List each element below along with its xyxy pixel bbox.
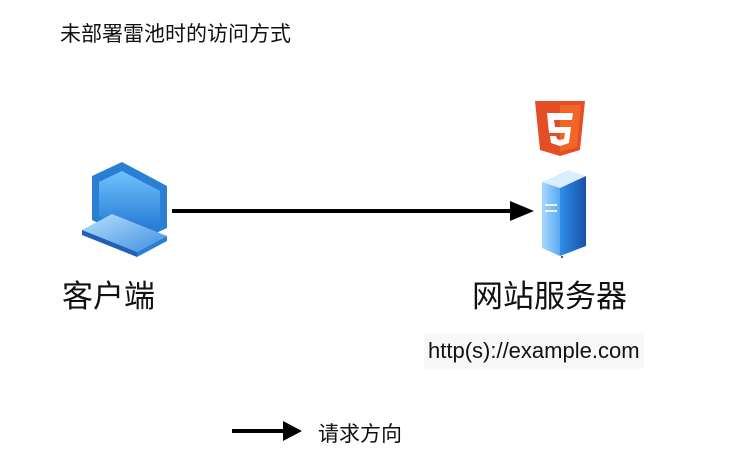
legend-arrow — [232, 421, 302, 441]
server-icon — [542, 170, 586, 258]
diagram-title: 未部署雷池时的访问方式 — [60, 22, 291, 46]
legend-label: 请求方向 — [318, 422, 402, 446]
laptop-icon — [82, 162, 167, 257]
server-url: http(s)://example.com — [424, 333, 644, 369]
server-label: 网站服务器 — [472, 279, 627, 315]
html5-icon — [535, 101, 585, 156]
request-arrow — [172, 201, 534, 221]
client-label: 客户端 — [62, 279, 155, 315]
